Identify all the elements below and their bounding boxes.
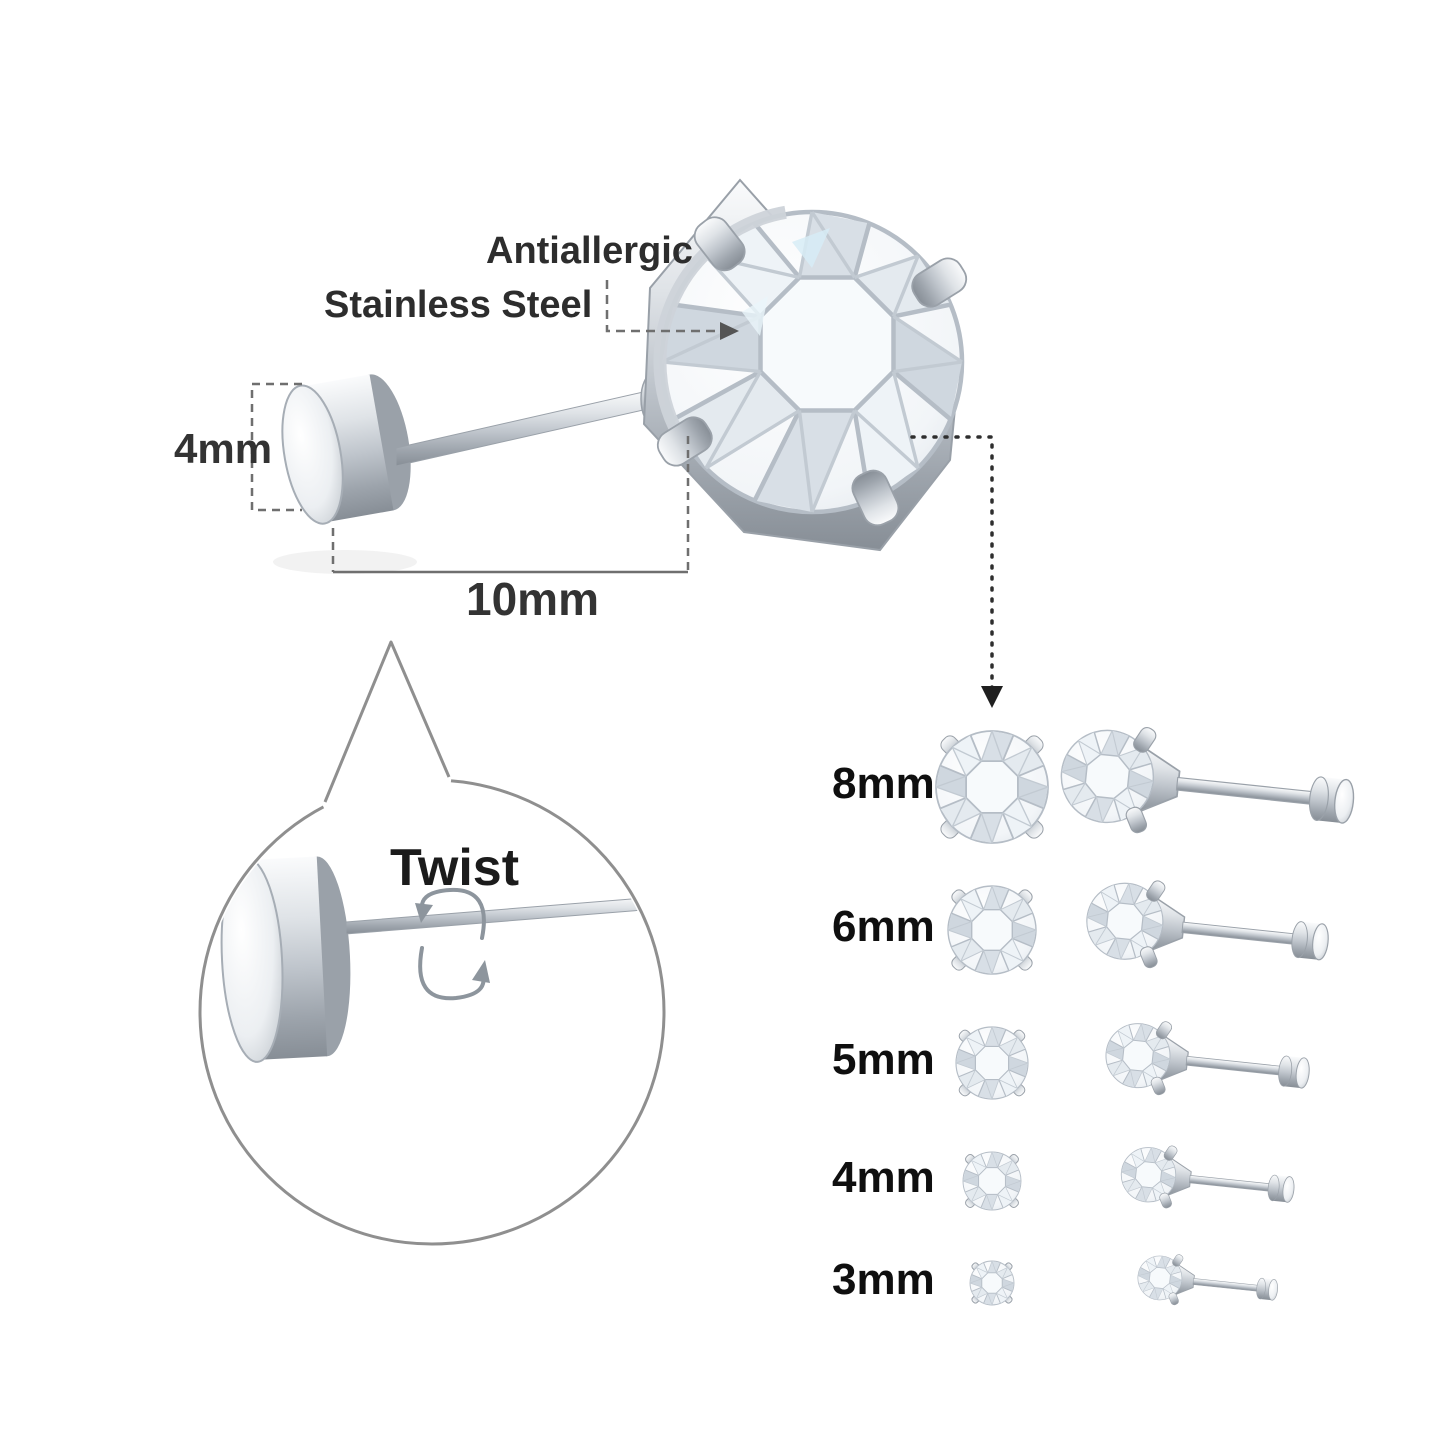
stud-side-3mm-gem: [1137, 1255, 1183, 1301]
gem-front-6mm-facets: [947, 885, 1037, 975]
prong-icon: [1150, 1076, 1166, 1096]
twist-rotation-arrow-bottom-icon: [418, 946, 486, 1001]
stud-side-8mm: [1060, 726, 1355, 834]
twist-arrowhead-bottom-icon: [472, 960, 490, 983]
stud-disc-face: [1295, 1057, 1310, 1089]
prong-icon: [1133, 726, 1157, 753]
size-label-8mm: 8mm: [832, 759, 935, 808]
gem-front-8mm: [935, 730, 1049, 844]
sparkle-icon: [792, 228, 830, 268]
size-row-6mm: [947, 880, 1329, 975]
size-label-5mm: 5mm: [832, 1035, 935, 1084]
prong-icon: [851, 469, 900, 527]
prong-icon: [1172, 1254, 1184, 1267]
stud-disc-left-cap: [1256, 1277, 1266, 1300]
antiallergic-connector-line: [605, 280, 722, 333]
stud-post: [1192, 1278, 1261, 1292]
gem-front-3mm-facets: [969, 1260, 1015, 1306]
disc-shadow: [273, 550, 417, 574]
prong-icon: [693, 216, 746, 272]
antiallergic-arrow-icon: [720, 322, 739, 340]
prong-icon: [1163, 1145, 1178, 1161]
stud-disc-left-cap: [1291, 921, 1308, 959]
size-label-6mm: 6mm: [832, 902, 935, 951]
gem-front-5mm: [955, 1026, 1029, 1100]
gem-front-6mm: [947, 885, 1037, 975]
stud-disc-face: [1268, 1279, 1278, 1301]
stud-side-3mm: [1137, 1254, 1278, 1306]
zoom-bubble-content: [220, 856, 661, 1063]
post-length-dimension-label: 10mm: [466, 573, 599, 625]
prong-icon: [1168, 1292, 1179, 1306]
stud-disc-left-cap: [1267, 1174, 1280, 1202]
stud-side-8mm-gem: [1060, 729, 1155, 824]
gem-front-4mm-facets: [962, 1151, 1022, 1211]
stainless-steel-label: Stainless Steel: [324, 284, 593, 326]
stud-post: [1175, 776, 1318, 806]
prong-icon: [1139, 946, 1158, 969]
size-reference-dotted-line: [910, 435, 994, 690]
stud-side-5mm-gem: [1105, 1023, 1171, 1089]
gem-front-8mm-facets: [935, 730, 1049, 844]
zoom-bubble-tail-mask: [320, 640, 452, 880]
prong-icon: [1155, 1021, 1173, 1040]
size-label-3mm: 3mm: [832, 1255, 935, 1304]
stud-side-4mm: [1120, 1145, 1295, 1209]
stud-disc-face: [1282, 1176, 1295, 1203]
stud-side-6mm: [1086, 880, 1329, 969]
zoom-post: [345, 895, 661, 935]
zoom-backing-disc: [220, 856, 351, 1063]
height-4mm-bracket: [250, 382, 302, 512]
stud-disc-face: [1333, 778, 1355, 824]
stud-disc-left-cap: [1278, 1055, 1293, 1087]
crystal-gem: [653, 205, 968, 527]
size-row-4mm: [962, 1145, 1295, 1211]
annotation-lines: [250, 280, 1003, 708]
main-earring: [273, 178, 968, 574]
antiallergic-label: Antiallergic: [486, 230, 693, 272]
size-chart-graphics: [935, 726, 1355, 1306]
disc-front-face: [281, 384, 344, 525]
size-row-3mm: [969, 1254, 1278, 1306]
zoom-bubble: [198, 640, 666, 1246]
prong-icon: [1146, 880, 1166, 902]
twist-rotation-arrow-top-icon: [419, 887, 486, 940]
backing-disc: [281, 374, 411, 525]
stud-post: [1181, 921, 1299, 946]
stud-post: [1188, 1174, 1274, 1192]
size-row-5mm: [955, 1021, 1310, 1100]
stud-side-5mm: [1105, 1021, 1310, 1096]
sparkle-icon: [742, 296, 768, 336]
zoom-bubble-tail-outline: [323, 640, 451, 803]
stud-side-6mm-gem: [1086, 882, 1164, 960]
stud-side-4mm-gem: [1120, 1147, 1177, 1203]
prong-icon: [1125, 806, 1148, 834]
twist-arrowhead-top-icon: [415, 903, 433, 923]
size-label-4mm: 4mm: [832, 1153, 935, 1202]
prong-icon: [1159, 1192, 1172, 1209]
size-row-8mm: [935, 726, 1355, 844]
back-height-dimension-label: 4mm: [174, 425, 273, 472]
earring-post: [395, 389, 653, 467]
prong-icon: [656, 416, 713, 467]
stud-post: [1185, 1055, 1285, 1076]
twist-label: Twist: [390, 839, 520, 897]
size-reference-arrow-icon: [981, 686, 1003, 708]
gem-front-3mm: [969, 1260, 1015, 1306]
gem-front-5mm-facets: [955, 1026, 1029, 1100]
setting-rim-highlight: [653, 205, 787, 453]
stud-disc-face: [1312, 923, 1329, 961]
gem-front-4mm: [962, 1151, 1022, 1211]
stud-disc-left-cap: [1308, 776, 1329, 821]
prong-icon: [911, 257, 968, 308]
